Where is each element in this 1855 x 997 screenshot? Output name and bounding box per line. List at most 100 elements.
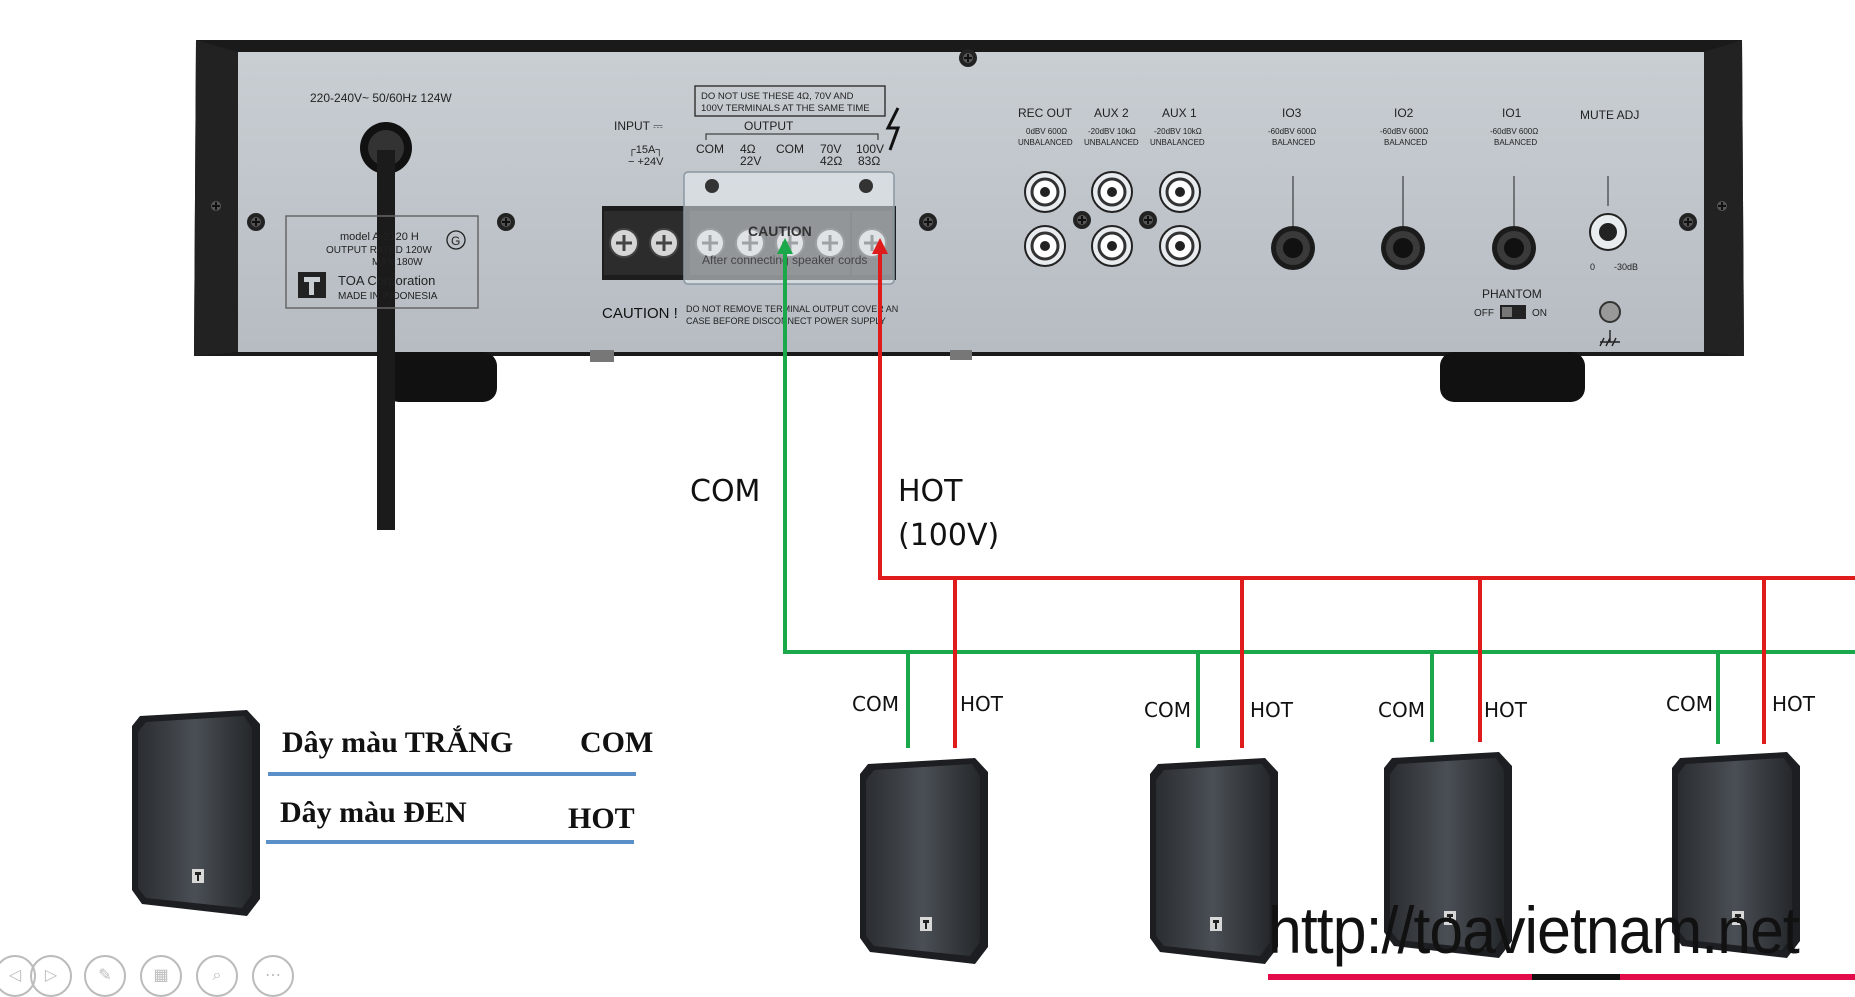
jack-type: UNBALANCED bbox=[1084, 138, 1139, 147]
shock-hazard-icon bbox=[885, 107, 901, 151]
terminal-screw-icon bbox=[642, 209, 686, 277]
legend-black-wire: Dây màu ĐEN bbox=[280, 796, 467, 829]
jack-type: UNBALANCED bbox=[1150, 138, 1205, 147]
terminal-label: COM bbox=[776, 142, 804, 156]
terminal-sub-label: 42Ω bbox=[820, 154, 842, 168]
speaker-com-label: COM bbox=[1378, 698, 1425, 722]
speaker-terminal-block: CAUTION After connecting speaker cords bbox=[602, 171, 896, 285]
legend-white-wire: Dây màu TRẮNG bbox=[282, 726, 514, 759]
mic-jack-icon[interactable] bbox=[1492, 226, 1536, 270]
terminal-label: COM bbox=[696, 142, 724, 156]
mic-name: IO3 bbox=[1282, 106, 1302, 120]
screw-icon bbox=[206, 196, 226, 216]
slides-icon[interactable]: ▦ bbox=[140, 955, 182, 997]
warning-box: DO NOT USE THESE 4Ω, 70V AND 100V TERMIN… bbox=[694, 85, 886, 117]
legend-black-role: HOT bbox=[568, 802, 635, 835]
mic-name: IO2 bbox=[1394, 106, 1414, 120]
mute-adjust: MUTE ADJ 0 -30dB bbox=[1580, 108, 1639, 272]
jack-name: AUX 2 bbox=[1094, 106, 1129, 120]
speaker-com-label: COM bbox=[1666, 692, 1713, 716]
warning-line-2: 100V TERMINALS AT THE SAME TIME bbox=[701, 103, 870, 114]
jack-name: AUX 1 bbox=[1162, 106, 1197, 120]
hot-wire-label: HOT bbox=[898, 474, 963, 509]
power-spec-label: 220-240V~ 50/60Hz 124W bbox=[310, 91, 452, 105]
phantom-on-label: ON bbox=[1532, 308, 1547, 319]
warning-line-1: DO NOT USE THESE 4Ω, 70V AND bbox=[701, 91, 854, 102]
jack-type: UNBALANCED bbox=[1018, 138, 1073, 147]
watermark-url: http://toavietnam.net bbox=[1268, 893, 1800, 967]
dc-label: − +24V bbox=[628, 156, 664, 168]
amplifier-back-panel bbox=[194, 40, 1744, 402]
mute-adj-label: MUTE ADJ bbox=[1580, 108, 1639, 122]
rca-jack-icon[interactable] bbox=[1023, 224, 1067, 268]
speaker-1 bbox=[860, 758, 988, 964]
screw-icon bbox=[1072, 210, 1092, 230]
terminal-label: 70V bbox=[820, 142, 841, 156]
mic-name: IO1 bbox=[1502, 106, 1522, 120]
more-icon[interactable]: ⋯ bbox=[252, 955, 294, 997]
cover-caution: CAUTION bbox=[748, 223, 812, 239]
ground-terminal-icon bbox=[1599, 301, 1621, 347]
rating-plate: model A-2120 H OUTPUT RATED 120W MAX 180… bbox=[285, 215, 479, 309]
terminal-screw-icon bbox=[602, 209, 646, 277]
mic-jack-icon[interactable] bbox=[1381, 226, 1425, 270]
plate-output: OUTPUT RATED 120W bbox=[326, 245, 432, 256]
hot-bus-wire bbox=[872, 238, 1855, 748]
screw-icon bbox=[958, 48, 978, 68]
mic-spec: -60dBV 600Ω bbox=[1380, 127, 1428, 136]
speaker-hot-label: HOT bbox=[1484, 698, 1527, 722]
screw-icon bbox=[246, 212, 266, 232]
mute-min-label: 0 bbox=[1590, 262, 1595, 272]
mic-type: BALANCED bbox=[1272, 138, 1315, 147]
mic-spec: -60dBV 600Ω bbox=[1268, 127, 1316, 136]
com-bus-wire bbox=[777, 238, 1855, 748]
power-cord bbox=[360, 122, 412, 530]
mic-jack-icon[interactable] bbox=[1271, 226, 1315, 270]
speaker-hot-label: HOT bbox=[960, 692, 1003, 716]
watermark-underline bbox=[1268, 974, 1855, 980]
phantom-label: PHANTOM bbox=[1482, 287, 1542, 301]
screw-icon bbox=[1138, 210, 1158, 230]
legend-speaker bbox=[132, 710, 260, 916]
jack-spec: -20dBV 10kΩ bbox=[1154, 127, 1202, 136]
jack-spec: -20dBV 10kΩ bbox=[1088, 127, 1136, 136]
rca-jack-icon[interactable] bbox=[1158, 170, 1202, 214]
pen-icon[interactable]: ✎ bbox=[84, 955, 126, 997]
play-icon[interactable]: ▷ bbox=[30, 955, 72, 997]
plate-maker: TOA Corporation bbox=[338, 273, 435, 288]
mic-spec: -60dBV 600Ω bbox=[1490, 127, 1538, 136]
rca-jack-icon[interactable] bbox=[1158, 224, 1202, 268]
screw-icon bbox=[496, 212, 516, 232]
phantom-switch: PHANTOM OFF ON bbox=[1474, 287, 1547, 319]
terminal-labels: COM 4Ω COM 70V 100V 22V 42Ω 83Ω bbox=[696, 142, 884, 168]
terminal-label: 4Ω bbox=[740, 142, 756, 156]
plate-model: model A-2120 H bbox=[340, 231, 419, 243]
fuse-label: ┌15A┐ bbox=[628, 144, 663, 157]
speaker-hot-label: HOT bbox=[1772, 692, 1815, 716]
mic-type: BALANCED bbox=[1384, 138, 1427, 147]
phantom-off-label: OFF bbox=[1474, 308, 1494, 319]
com-wire-label: COM bbox=[690, 474, 761, 509]
speaker-hot-label: HOT bbox=[1250, 698, 1293, 722]
caution-note-1: DO NOT REMOVE TERMINAL OUTPUT COVER AN bbox=[686, 304, 898, 314]
rca-jack-icon[interactable] bbox=[1090, 170, 1134, 214]
rca-jack-icon[interactable] bbox=[1090, 224, 1134, 268]
screw-icon bbox=[1678, 212, 1698, 232]
line-jacks: REC OUT 0dBV 600Ω UNBALANCED AUX 2 -20dB… bbox=[1018, 106, 1205, 268]
mute-max-label: -30dB bbox=[1614, 262, 1638, 272]
plate-mark: G bbox=[451, 234, 460, 248]
caution-label: CAUTION ! bbox=[602, 305, 678, 322]
speaker-2 bbox=[1150, 758, 1278, 964]
zoom-icon[interactable]: ⌕ bbox=[196, 955, 238, 997]
legend-white-role: COM bbox=[580, 726, 654, 759]
rca-jack-icon[interactable] bbox=[1023, 170, 1067, 214]
toa-logo-icon bbox=[298, 272, 326, 298]
plate-origin: MADE IN INDONESIA bbox=[338, 291, 438, 302]
output-label: OUTPUT bbox=[744, 119, 794, 133]
jack-name: REC OUT bbox=[1018, 106, 1073, 120]
input-label: INPUT ⎓ bbox=[614, 119, 663, 133]
screw-icon bbox=[918, 212, 938, 232]
screw-icon bbox=[1712, 196, 1732, 216]
hot-wire-voltage: (100V) bbox=[898, 518, 1000, 553]
